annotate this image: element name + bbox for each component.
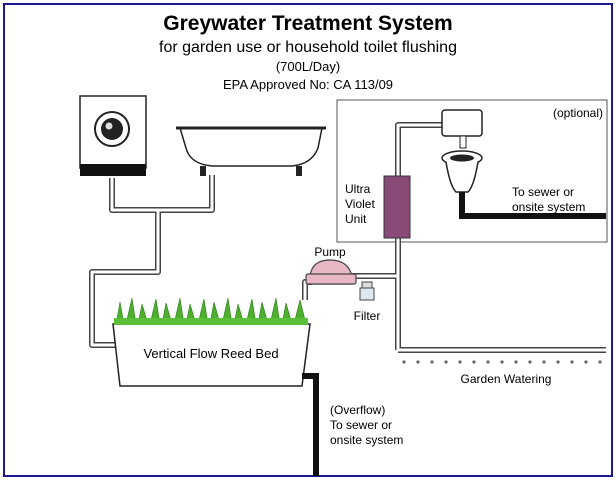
pump-label: Pump xyxy=(314,245,346,259)
toilet-icon xyxy=(441,109,483,193)
uv-label-1: Ultra xyxy=(345,182,371,196)
overflow-label-1: (Overflow) xyxy=(330,403,385,417)
optional-label: (optional) xyxy=(553,106,603,120)
toilet-sewer-label-1: To sewer or xyxy=(512,185,574,199)
diagram-subtitle: for garden use or household toilet flush… xyxy=(159,39,457,56)
garden-drips xyxy=(402,360,602,364)
bathtub-icon xyxy=(176,126,326,176)
toilet-outlet-pipe xyxy=(459,192,606,219)
grass-icon xyxy=(114,297,308,325)
overflow-label-3: onsite system xyxy=(330,433,403,447)
overflow-pipe xyxy=(302,373,319,476)
pump-icon xyxy=(305,259,357,285)
toilet-sewer-label-2: onsite system xyxy=(512,200,585,214)
filter-icon xyxy=(359,281,375,301)
overflow-label-2: To sewer or xyxy=(330,418,392,432)
uv-label-2: Violet xyxy=(345,197,375,211)
capacity-label: (700L/Day) xyxy=(276,59,340,74)
diagram-title: Greywater Treatment System xyxy=(163,12,452,35)
approval-label: EPA Approved No: CA 113/09 xyxy=(223,77,393,92)
washing-machine-icon xyxy=(79,95,147,176)
filter-label: Filter xyxy=(354,309,381,323)
uv-label-3: Unit xyxy=(345,212,367,226)
uv-unit xyxy=(383,175,411,239)
reed-bed: Vertical Flow Reed Bed xyxy=(112,297,311,387)
garden-label: Garden Watering xyxy=(461,372,552,386)
reed-bed-label: Vertical Flow Reed Bed xyxy=(143,346,278,361)
